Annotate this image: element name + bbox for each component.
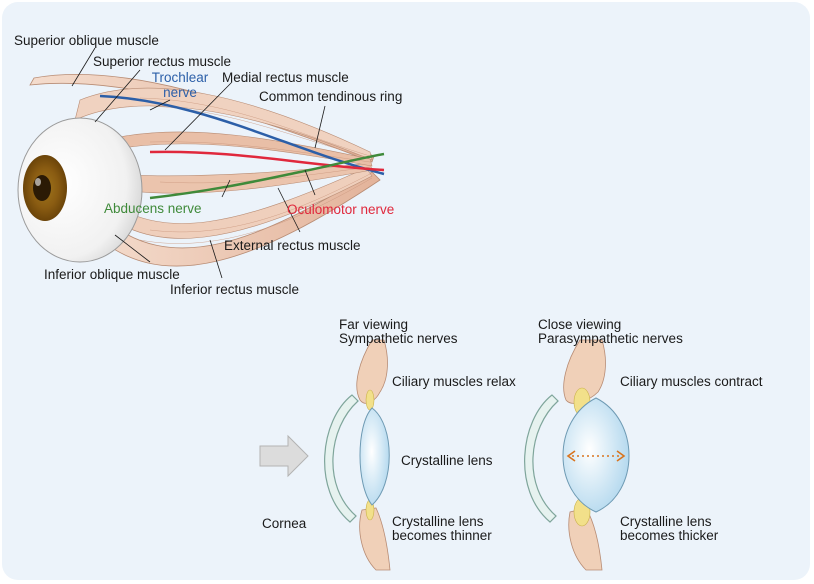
label-superior-oblique: Superior oblique muscle xyxy=(14,33,159,48)
label-close-result-line1: Crystalline lens xyxy=(620,514,712,529)
label-close-result-line2: becomes thicker xyxy=(620,528,718,543)
label-crystalline-lens: Crystalline lens xyxy=(401,453,493,468)
label-far-result-line1: Crystalline lens xyxy=(392,514,484,529)
label-cornea: Cornea xyxy=(262,516,306,531)
close-viewing-illustration xyxy=(525,340,629,570)
label-external-rectus: External rectus muscle xyxy=(224,238,361,253)
label-inferior-rectus: Inferior rectus muscle xyxy=(170,282,299,297)
label-trochlear-line1: Trochlear xyxy=(140,70,220,85)
label-far-result-line2: becomes thinner xyxy=(392,528,492,543)
label-far-viewing-title: Far viewing xyxy=(339,317,408,332)
label-trochlear-nerve: Trochlear nerve xyxy=(140,70,220,100)
label-far-viewing-subtitle: Sympathetic nerves xyxy=(339,331,458,346)
label-close-viewing-subtitle: Parasympathetic nerves xyxy=(538,331,683,346)
label-ciliary-relax: Ciliary muscles relax xyxy=(392,374,516,389)
label-superior-rectus: Superior rectus muscle xyxy=(93,54,231,69)
label-medial-rectus: Medial rectus muscle xyxy=(222,70,349,85)
label-close-viewing-title: Close viewing xyxy=(538,317,621,332)
label-inferior-oblique: Inferior oblique muscle xyxy=(44,267,180,282)
far-viewing-illustration xyxy=(260,340,390,570)
label-trochlear-line2: nerve xyxy=(140,85,220,100)
label-ciliary-contract: Ciliary muscles contract xyxy=(620,374,763,389)
label-oculomotor-nerve: Oculomotor nerve xyxy=(287,202,394,217)
label-abducens-nerve: Abducens nerve xyxy=(104,201,202,216)
label-common-tendinous-ring: Common tendinous ring xyxy=(259,89,402,104)
